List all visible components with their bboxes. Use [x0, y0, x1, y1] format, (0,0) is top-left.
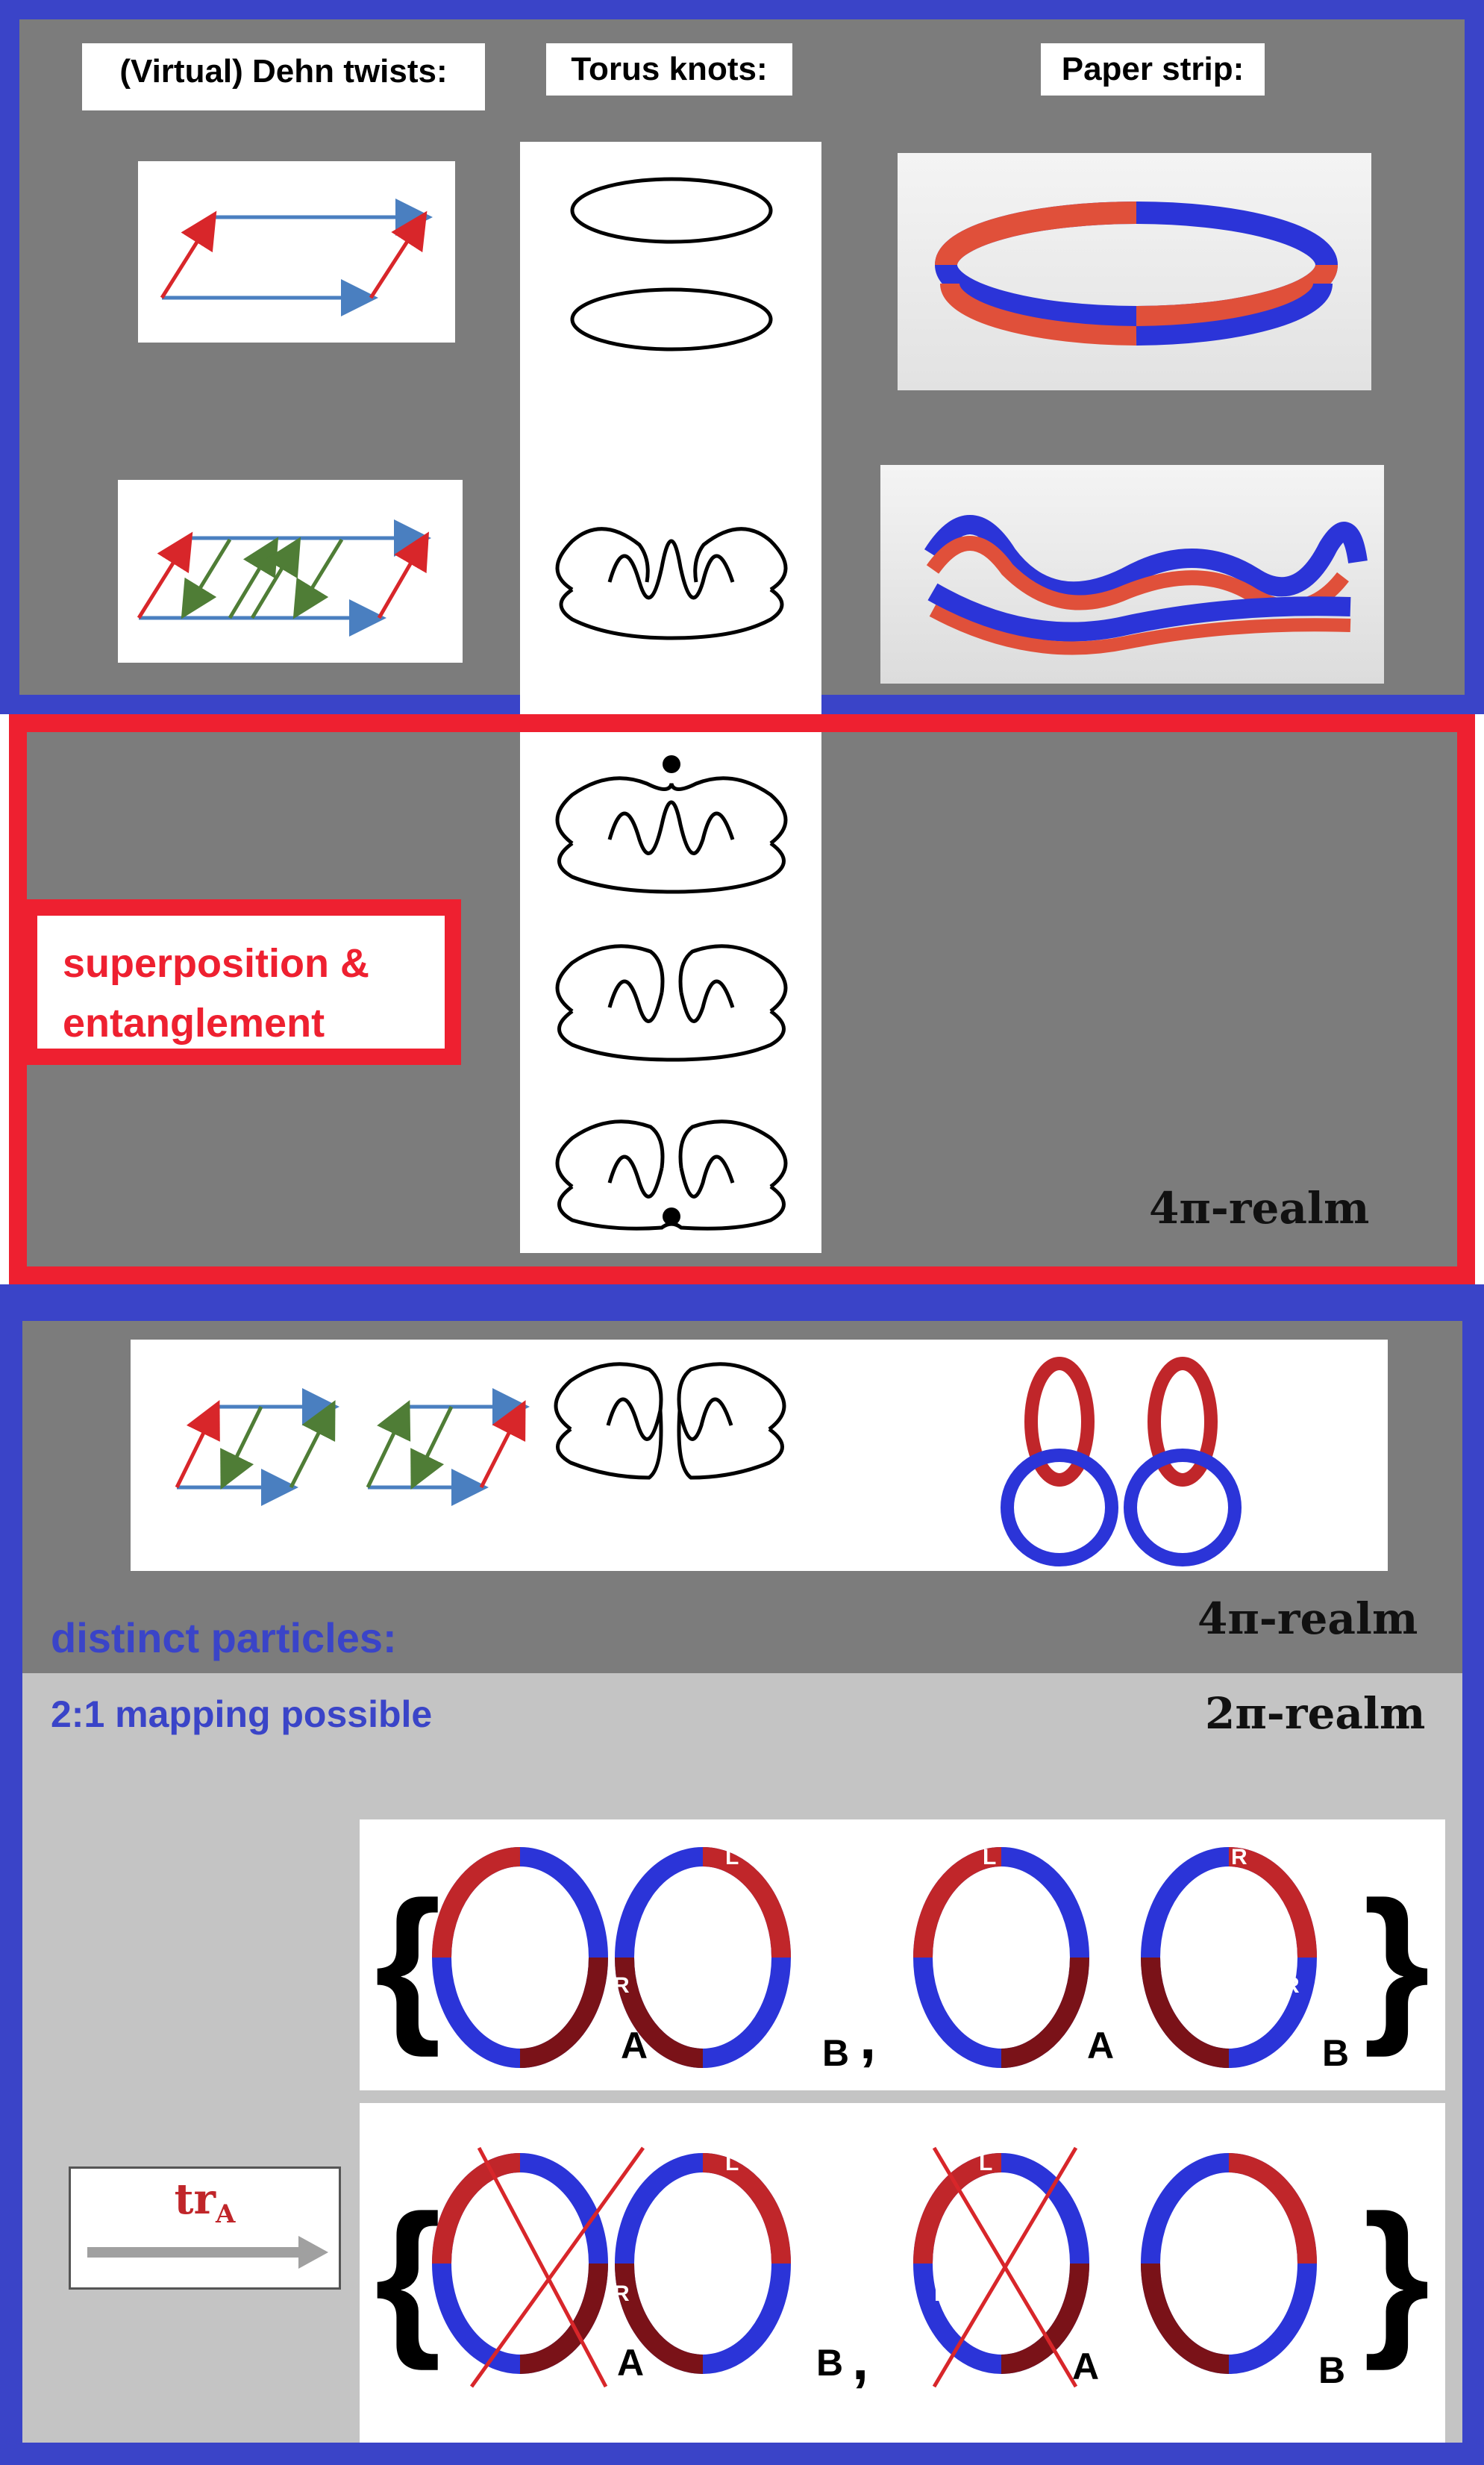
- middle-4pi-realm-label: 4π-realm: [1149, 1183, 1370, 1234]
- set1-r2-bottom: R: [1283, 1973, 1300, 1998]
- paper-strip-ring: [935, 201, 1338, 346]
- paper-strip-twisted: [880, 465, 1384, 684]
- particle-set-traced-diagram: { } R R L L L L R A B: [375, 2146, 1430, 2392]
- distinct-particles-label: distinct particles:: [51, 1614, 397, 1661]
- header-torus-knots: Torus knots:: [546, 43, 792, 96]
- particle-set-full-diagram: { } R R L L L L R R A B , A B: [375, 1845, 1430, 2074]
- crossing-dot-lower: [663, 1207, 680, 1225]
- mapping-possible-label: 2:1 mapping possible: [51, 1693, 433, 1735]
- set2-r-bottom: R: [613, 2281, 630, 2306]
- set1-l2-bottom: L: [938, 1973, 951, 1998]
- header-dehn-twists: (Virtual) Dehn twists:: [82, 43, 485, 110]
- set1-a2: A: [1087, 2025, 1114, 2066]
- trace-subscript: A: [215, 2199, 236, 2230]
- svg-text:}: }: [1363, 1866, 1430, 2058]
- set1-r-top: R: [576, 1845, 592, 1869]
- set1-l-top: L: [725, 1845, 739, 1869]
- set2-b2: B: [1318, 2349, 1345, 2391]
- set1-r2-top: R: [1231, 1845, 1247, 1869]
- set2-comma: ,: [852, 2325, 868, 2392]
- set2-b1: B: [816, 2342, 843, 2384]
- set2-r2-bottom: R: [1268, 2281, 1285, 2306]
- torus-knot-column-middle: [520, 732, 821, 1253]
- dehn-twist-multiple-diagram: [137, 519, 431, 637]
- dehn-twist-single: [138, 161, 455, 343]
- set1-b2: B: [1322, 2032, 1349, 2074]
- set2-a1: A: [617, 2342, 644, 2384]
- torus-knots-middle-diagram: [555, 755, 788, 1231]
- trace-arrow-icon: [87, 2236, 328, 2269]
- trace-base: tr: [174, 2175, 216, 2224]
- set1-a1: A: [621, 2025, 648, 2066]
- set1-l-bottom: L: [677, 1973, 690, 1998]
- set2-a2: A: [1072, 2346, 1099, 2387]
- trace-operator-label: trA: [71, 2175, 339, 2229]
- dehn-twist-single-diagram: [160, 199, 433, 316]
- set2-l2-bottom: L: [934, 2281, 948, 2306]
- entanglement-label: entanglement: [63, 1001, 325, 1046]
- superposition-label: superposition &: [63, 941, 370, 986]
- svg-text:}: }: [1363, 2179, 1430, 2371]
- svg-text:{: {: [375, 1866, 442, 2058]
- set1-comma: ,: [860, 2005, 876, 2071]
- crossing-dot-upper: [663, 755, 680, 773]
- svg-text:{: {: [375, 2179, 442, 2371]
- bottom-2pi-realm-label: 2π-realm: [1205, 1688, 1426, 1739]
- particle-set-traced: { } R R L L L L R A B: [360, 2103, 1445, 2443]
- paper-strip-untwisted: [898, 153, 1371, 390]
- set1-b1: B: [822, 2032, 849, 2074]
- set2-l-bottom: L: [677, 2281, 690, 2306]
- distinct-particles-diagram: [175, 1357, 1242, 1566]
- bottom-4pi-realm-label: 4π-realm: [1197, 1593, 1418, 1644]
- header-paper-strip: Paper strip:: [1041, 43, 1265, 96]
- particle-set-full: { } R R L L L L R R A B , A B: [360, 1819, 1445, 2090]
- set1-r-bottom: R: [613, 1973, 630, 1998]
- superposition-entanglement-box: superposition & entanglement: [21, 899, 461, 1065]
- set2-l2-top: L: [979, 2151, 992, 2175]
- dehn-twist-multiple: [118, 480, 463, 663]
- distinct-particles-strip: [131, 1340, 1388, 1571]
- paper-strip-twisted-ring: [924, 515, 1368, 655]
- set2-r-top: R: [572, 2151, 589, 2175]
- trace-cross-marks: [469, 2146, 1078, 2388]
- trace-operator-box: trA: [69, 2166, 341, 2290]
- set2-l-top: L: [725, 2151, 739, 2175]
- set1-l2-top: L: [983, 1845, 996, 1869]
